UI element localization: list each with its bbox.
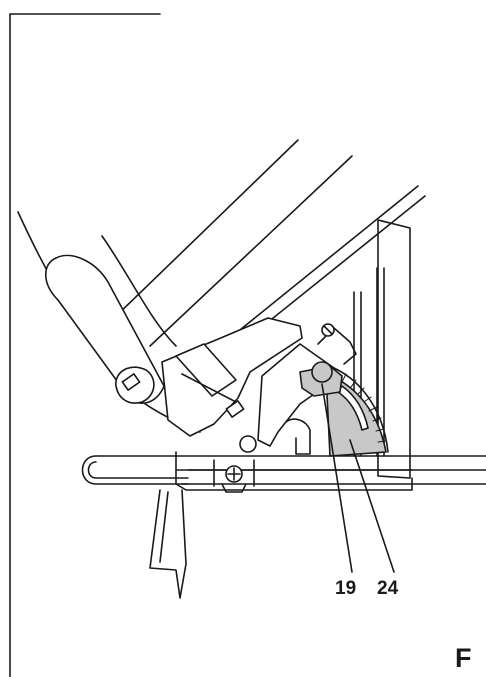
adjust-screw-slot [323,325,333,335]
bevel-scale-slot [337,385,369,431]
bracket-nut [225,400,245,418]
blade-inner-line [159,491,169,563]
leader-line-19 [321,383,353,573]
motor-band [181,373,237,403]
callout-24: 24 [377,578,399,599]
bevel-scale-ticks [341,373,387,443]
bracket-screw-hole [239,435,257,453]
blade-edge [149,489,187,599]
bracket-hook [285,418,311,455]
guide-rail-inner [87,461,189,479]
handle-grip [44,254,165,405]
guide-rail-loop [81,455,189,485]
handle-tube-line-1 [111,139,299,321]
handle-tube-line-2 [149,155,353,347]
leader-line-24 [349,439,395,573]
callout-19: 19 [335,578,357,599]
machine-body-top [101,235,177,347]
line-art [9,13,486,677]
bevel-scale-arc [333,367,389,453]
blade-guard-plate [377,219,411,479]
base-plate [175,451,413,491]
handle-grip-socket [121,373,141,391]
figure-letter: F [455,643,472,673]
clamp-foot [221,483,247,493]
locking-knob-cap [311,361,333,383]
